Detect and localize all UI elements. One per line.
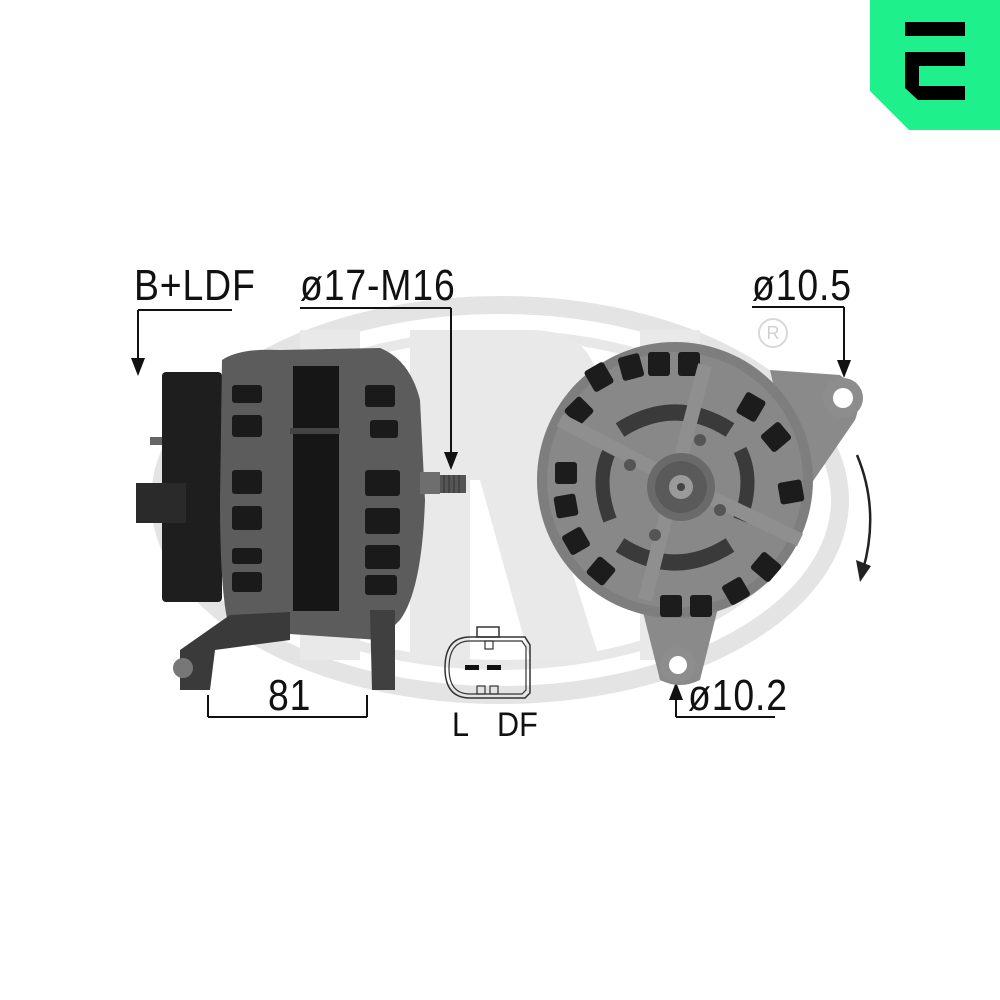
pin-df — [487, 665, 501, 670]
rotation-arrow-icon — [856, 560, 871, 582]
e-logo-icon — [905, 22, 965, 100]
shaft-label: ø17-M16 — [300, 261, 456, 310]
connector-plug-icon — [444, 626, 531, 699]
registered-mark: R — [758, 318, 788, 348]
brand-logo — [870, 0, 1000, 130]
upper-mount-label: ø10.5 — [752, 261, 852, 310]
lower-mount-label: ø10.2 — [688, 671, 788, 720]
connector-diagram — [440, 625, 540, 700]
mount-width-label: 81 — [268, 671, 312, 720]
pin-label-l: L — [452, 706, 470, 744]
terminal-label: B+LDF — [134, 261, 256, 310]
pin-label-df: DF — [497, 706, 538, 744]
pin-l — [465, 665, 479, 670]
